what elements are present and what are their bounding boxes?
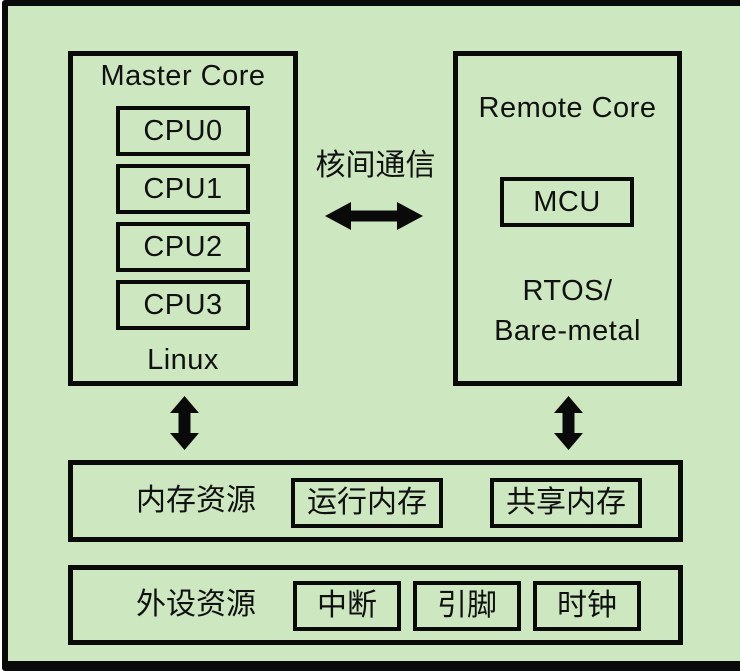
master-memory-double-arrow-icon (170, 396, 199, 450)
peripheral-resources-box: 外设资源 中断 引脚 时钟 (68, 565, 683, 645)
remote-runtime-label: RTOS/ Bare-metal (458, 271, 677, 351)
master-core-box: Master Core CPU0 CPU1 CPU2 CPU3 Linux (68, 51, 298, 386)
remote-runtime-line1: RTOS/ (522, 275, 613, 307)
clock-box: 时钟 (533, 581, 641, 631)
cpu2-box: CPU2 (116, 222, 250, 272)
master-core-title: Master Core (100, 60, 266, 92)
memory-resources-label: 内存资源 (136, 484, 256, 517)
master-os-label: Linux (147, 344, 219, 376)
inter-core-double-arrow-icon (325, 201, 423, 231)
cpu0-box: CPU0 (116, 106, 250, 156)
mcu-box: MCU (500, 177, 634, 227)
inter-core-communication-label: 核间通信 (315, 149, 436, 182)
cpu3-box: CPU3 (116, 280, 250, 330)
remote-runtime-line2: Bare-metal (494, 315, 641, 347)
peripheral-resources-label: 外设资源 (136, 588, 256, 621)
remote-core-box: Remote Core MCU RTOS/ Bare-metal (453, 51, 682, 386)
cpu1-box: CPU1 (116, 164, 250, 214)
running-memory-box: 运行内存 (291, 478, 443, 528)
interrupt-box: 中断 (293, 581, 401, 631)
shared-memory-box: 共享内存 (490, 478, 642, 528)
remote-core-title: Remote Core (478, 92, 657, 124)
remote-memory-double-arrow-icon (554, 396, 583, 450)
pin-box: 引脚 (413, 581, 521, 631)
memory-resources-box: 内存资源 运行内存 共享内存 (68, 460, 683, 542)
